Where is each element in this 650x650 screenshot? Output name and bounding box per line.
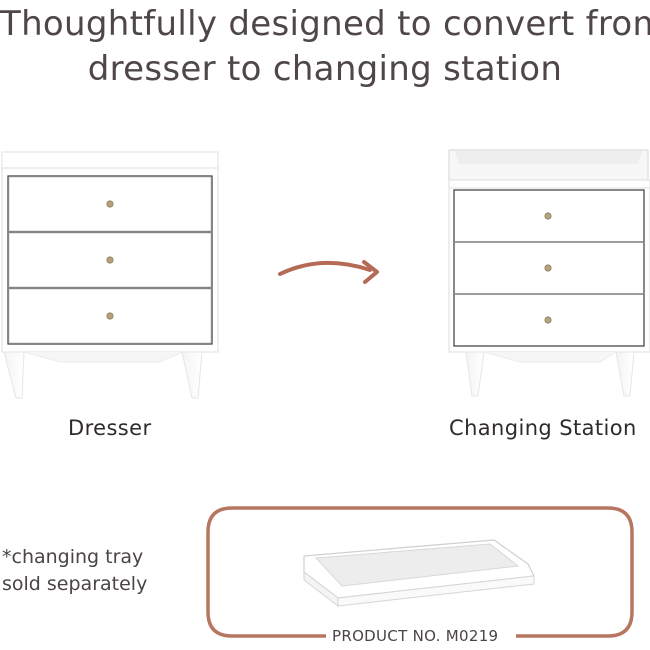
dresser-top bbox=[1, 151, 219, 169]
dresser-caption: Dresser bbox=[68, 416, 152, 440]
station-knob-2 bbox=[544, 264, 552, 272]
station-leg-right bbox=[615, 351, 635, 397]
dresser-knob-1 bbox=[106, 200, 114, 208]
station-top bbox=[448, 179, 650, 189]
dresser-image bbox=[1, 151, 219, 399]
changing-tray-image bbox=[303, 539, 535, 608]
headline: Thoughtfully designed to convert from dr… bbox=[0, 2, 650, 92]
station-knob-3 bbox=[544, 316, 552, 324]
tray-inner bbox=[314, 543, 520, 587]
dresser-knob-2 bbox=[106, 256, 114, 264]
tray-note-line-1: *changing tray bbox=[2, 546, 144, 568]
arrow-icon bbox=[278, 260, 379, 284]
changing-station-caption: Changing Station bbox=[449, 416, 637, 440]
headline-line-2: dresser to changing station bbox=[87, 49, 563, 89]
dresser-leg-right bbox=[181, 351, 203, 399]
station-knob-1 bbox=[544, 212, 552, 220]
dresser-leg-left bbox=[3, 351, 25, 399]
station-leg-left bbox=[465, 351, 485, 397]
changing-station-image bbox=[448, 149, 650, 397]
headline-line-1: Thoughtfully designed to convert from bbox=[0, 4, 650, 44]
product-number: PRODUCT NO. M0219 bbox=[326, 626, 505, 646]
dresser-knob-3 bbox=[106, 312, 114, 320]
tray-note: *changing tray sold separately bbox=[2, 544, 147, 598]
tray-note-line-2: sold separately bbox=[2, 573, 148, 595]
product-box bbox=[206, 506, 634, 638]
